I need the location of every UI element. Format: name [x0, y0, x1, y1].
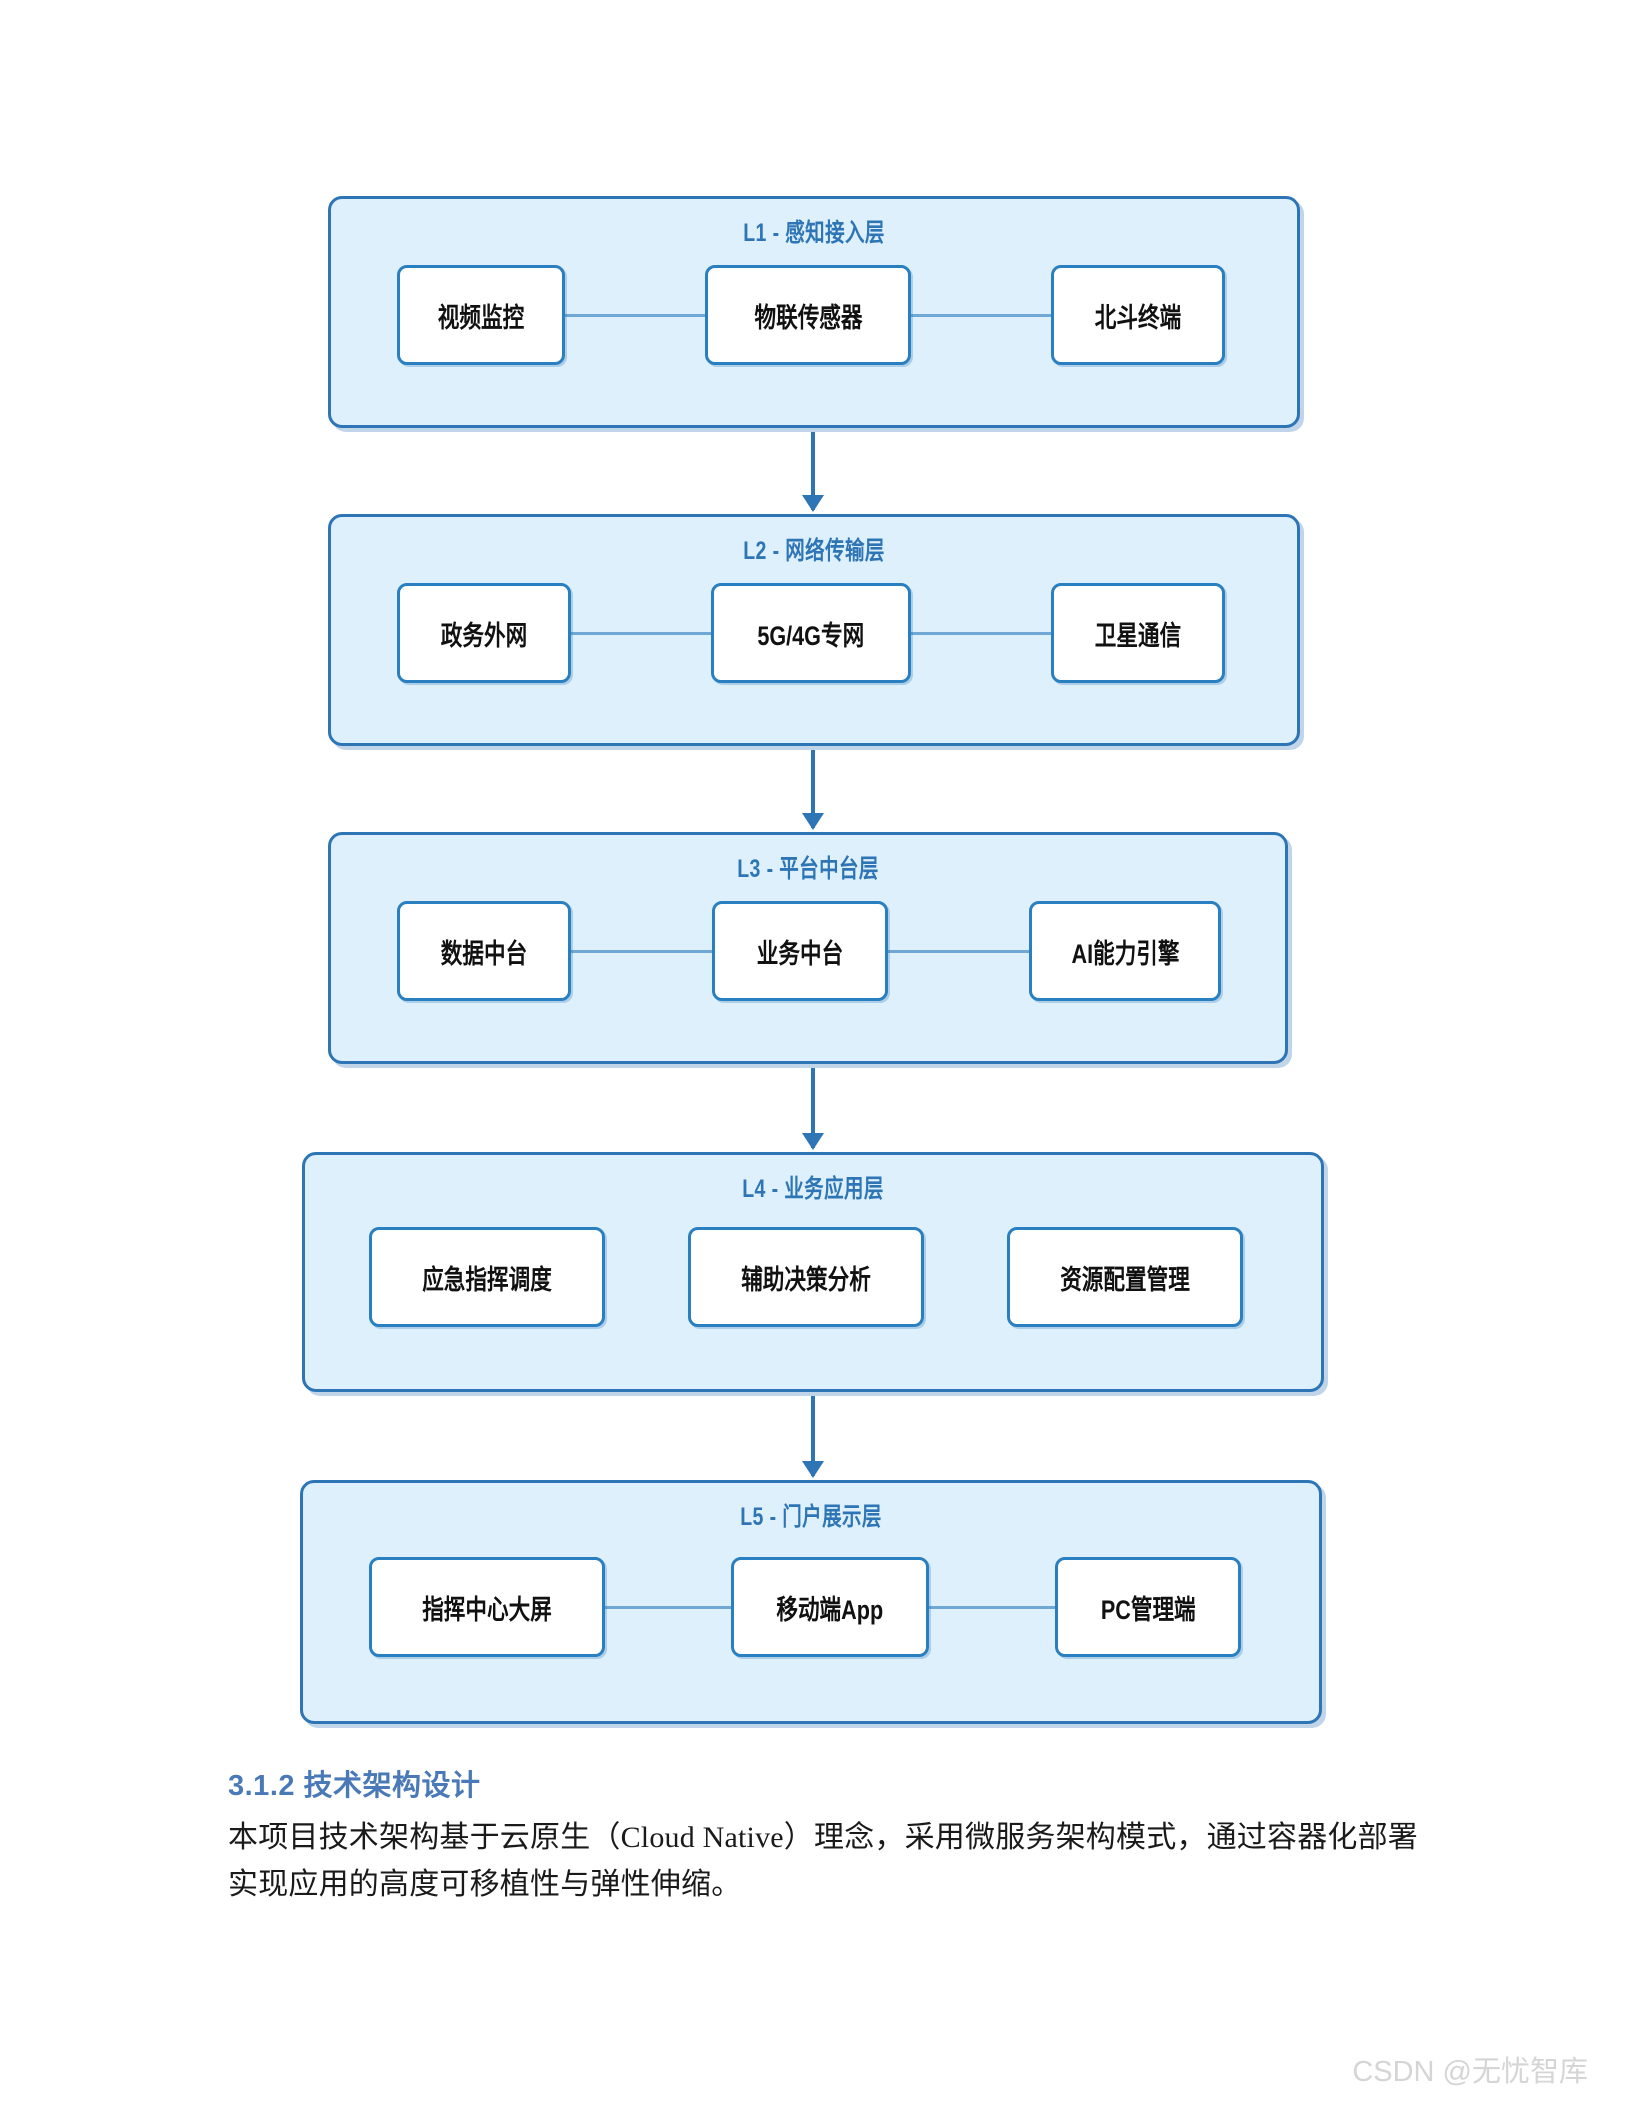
- node-label: 资源配置管理: [1060, 1264, 1190, 1295]
- node-data-middle-platform[interactable]: 数据中台: [397, 901, 571, 1001]
- connector-gap: [924, 1276, 1007, 1279]
- node-label: 指挥中心大屏: [422, 1594, 552, 1625]
- arrow-l2-to-l3: [811, 750, 815, 828]
- layer-nodes-l3: 数据中台 业务中台 AI能力引擎: [331, 897, 1285, 1005]
- layer-container-l5: L5 - 门户展示层 指挥中心大屏 移动端App PC管理端: [300, 1480, 1322, 1724]
- node-label: 移动端App: [776, 1594, 884, 1625]
- node-pc-management-client[interactable]: PC管理端: [1055, 1557, 1241, 1657]
- connector-line: [911, 631, 1051, 635]
- connector-line: [605, 1605, 731, 1609]
- node-resource-allocation-management[interactable]: 资源配置管理: [1007, 1227, 1243, 1327]
- layer-container-l3: L3 - 平台中台层 数据中台 业务中台 AI能力引擎: [328, 832, 1288, 1064]
- connector-gap: [605, 1276, 688, 1279]
- node-decision-support-analysis[interactable]: 辅助决策分析: [688, 1227, 924, 1327]
- node-label: 政务外网: [440, 620, 528, 651]
- arrow-l4-to-l5: [811, 1396, 815, 1476]
- layer-container-l1: L1 - 感知接入层 视频监控 物联传感器 北斗终端: [328, 196, 1300, 428]
- connector-line: [565, 313, 705, 317]
- layer-title-l5: L5 - 门户展示层: [740, 1503, 882, 1531]
- connector-line: [571, 949, 712, 953]
- node-label: 北斗终端: [1094, 302, 1182, 333]
- node-government-extranet[interactable]: 政务外网: [397, 583, 571, 683]
- section-paragraph: 本项目技术架构基于云原生（Cloud Native）理念，采用微服务架构模式，通…: [228, 1821, 1419, 1902]
- node-command-center-big-screen[interactable]: 指挥中心大屏: [369, 1557, 605, 1657]
- text-section: 3.1.2 技术架构设计 本项目技术架构基于云原生（Cloud Native）理…: [228, 1762, 1418, 1909]
- arrow-l1-to-l2: [811, 432, 815, 510]
- layer-title-l1: L1 - 感知接入层: [743, 219, 885, 247]
- layer-title-l4: L4 - 业务应用层: [742, 1175, 884, 1203]
- node-label: AI能力引擎: [1071, 938, 1179, 969]
- layer-nodes-l4: 应急指挥调度 辅助决策分析 资源配置管理: [305, 1223, 1321, 1331]
- layer-container-l4: L4 - 业务应用层 应急指挥调度 辅助决策分析 资源配置管理: [302, 1152, 1324, 1392]
- node-label: 物联传感器: [754, 302, 862, 333]
- connector-line: [929, 1605, 1055, 1609]
- csdn-watermark: CSDN @无忧智库: [1352, 2056, 1588, 2088]
- node-satellite-communication[interactable]: 卫星通信: [1051, 583, 1225, 683]
- node-label: 辅助决策分析: [741, 1264, 871, 1295]
- layer-title-l2: L2 - 网络传输层: [743, 537, 885, 565]
- section-heading: 3.1.2 技术架构设计: [228, 1762, 1418, 1804]
- arrow-l3-to-l4: [811, 1068, 815, 1148]
- node-label: 数据中台: [440, 938, 528, 969]
- node-business-middle-platform[interactable]: 业务中台: [712, 901, 888, 1001]
- node-video-surveillance[interactable]: 视频监控: [397, 265, 565, 365]
- node-mobile-app[interactable]: 移动端App: [731, 1557, 929, 1657]
- node-label: 卫星通信: [1094, 620, 1182, 651]
- section-heading-text: 3.1.2 技术架构设计: [228, 1770, 481, 1802]
- layer-nodes-l1: 视频监控 物联传感器 北斗终端: [331, 261, 1297, 369]
- node-label: 视频监控: [437, 302, 525, 333]
- node-5g-4g-private-network[interactable]: 5G/4G专网: [711, 583, 911, 683]
- layer-nodes-l5: 指挥中心大屏 移动端App PC管理端: [303, 1553, 1319, 1661]
- node-beidou-terminal[interactable]: 北斗终端: [1051, 265, 1225, 365]
- node-label: 业务中台: [756, 938, 844, 969]
- node-label: PC管理端: [1100, 1594, 1196, 1625]
- layer-container-l2: L2 - 网络传输层 政务外网 5G/4G专网 卫星通信: [328, 514, 1300, 746]
- architecture-diagram: L1 - 感知接入层 视频监控 物联传感器 北斗终端 L2 - 网: [0, 0, 1632, 1740]
- connector-line: [888, 949, 1029, 953]
- layer-nodes-l2: 政务外网 5G/4G专网 卫星通信: [331, 579, 1297, 687]
- layer-title-l3: L3 - 平台中台层: [737, 855, 879, 883]
- node-iot-sensor[interactable]: 物联传感器: [705, 265, 911, 365]
- connector-line: [911, 313, 1051, 317]
- node-ai-capability-engine[interactable]: AI能力引擎: [1029, 901, 1221, 1001]
- connector-line: [571, 631, 711, 635]
- node-emergency-command-dispatch[interactable]: 应急指挥调度: [369, 1227, 605, 1327]
- node-label: 5G/4G专网: [757, 620, 865, 651]
- node-label: 应急指挥调度: [422, 1264, 552, 1295]
